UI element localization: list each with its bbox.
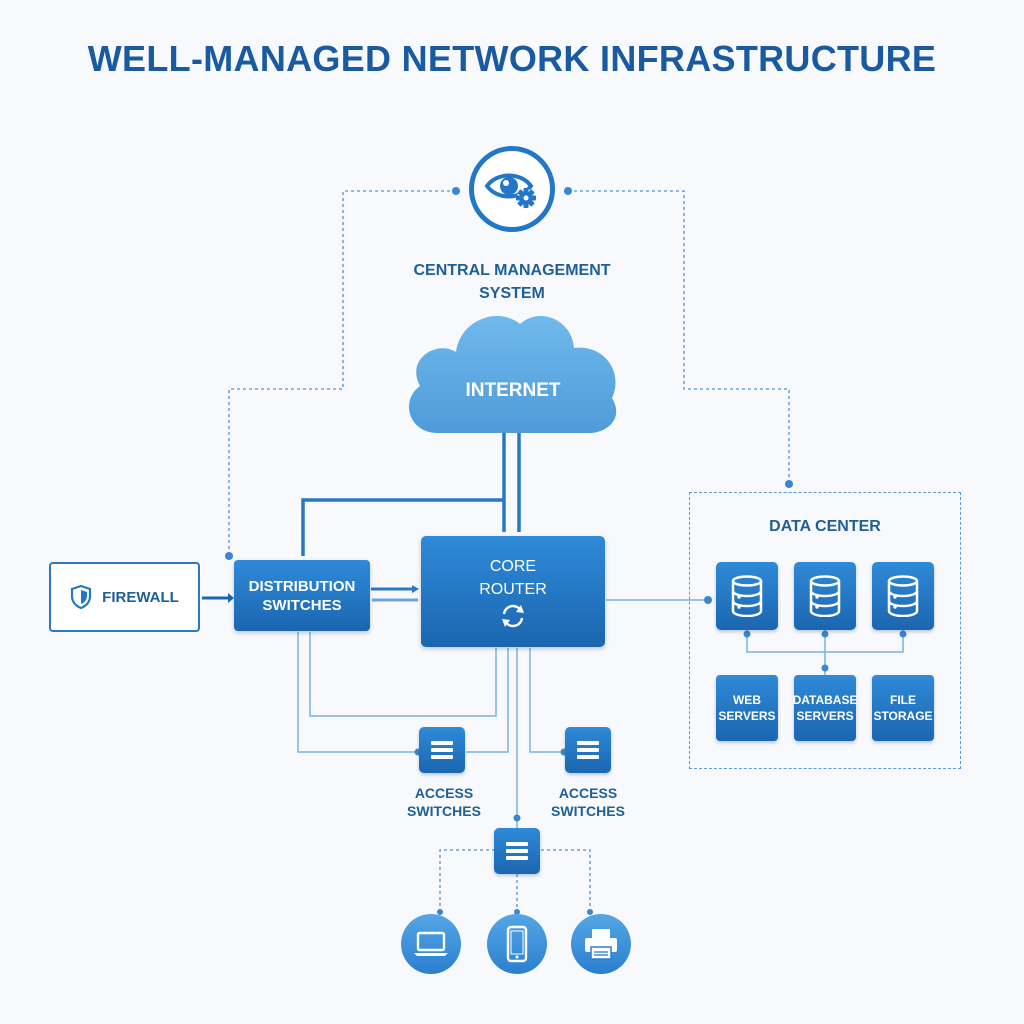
internet-label: INTERNET (465, 380, 561, 401)
database-icon (809, 575, 841, 617)
printer-device[interactable] (571, 914, 631, 974)
data-center-frame (689, 492, 961, 769)
web-servers-label-line2: SERVERS (718, 709, 776, 723)
eye-gear-icon (484, 173, 536, 208)
web-servers-label-line1: WEB (732, 693, 761, 707)
laptop-device[interactable] (401, 914, 461, 974)
database-3[interactable] (872, 562, 934, 630)
access-switch-2-label: ACCESS SWITCHES (551, 785, 625, 819)
database-servers-label-line2: SERVERS (796, 709, 854, 723)
core-router-label-line1: CORE (489, 558, 537, 575)
file-storage-box[interactable]: FILE STORAGE (872, 675, 934, 741)
access-switch-1-label: ACCESS SWITCHES (407, 785, 481, 819)
database-icon (731, 575, 763, 617)
core-router-node[interactable]: CORE ROUTER (421, 536, 605, 647)
distribution-switches-label-line2: SWITCHES (262, 596, 342, 614)
switch-icon (431, 741, 453, 759)
switch-icon (506, 842, 528, 860)
printer-icon (585, 929, 617, 960)
database-servers-box[interactable]: DATABASE SERVERS (792, 675, 858, 741)
firewall-node[interactable]: FIREWALL (49, 562, 200, 632)
database-servers-label-line1: DATABASE (792, 693, 858, 707)
switch-icon (577, 741, 599, 759)
smartphone-device[interactable] (487, 914, 547, 974)
database-1[interactable] (716, 562, 778, 630)
access-switch-1[interactable] (419, 727, 465, 773)
edge-switch[interactable] (494, 828, 540, 874)
database-icon (887, 575, 919, 617)
file-storage-label-line1: FILE (890, 693, 916, 707)
smartphone-icon (506, 925, 528, 963)
distribution-switches-label-line1: DISTRIBUTION (248, 577, 356, 595)
distribution-switches-node[interactable]: DISTRIBUTION SWITCHES (234, 560, 370, 631)
core-router-label-line2: ROUTER (479, 581, 547, 598)
laptop-icon (414, 931, 448, 956)
cloud-icon (408, 315, 617, 433)
page-title: WELL-MANAGED NETWORK INFRASTRUCTURE (87, 38, 937, 79)
firewall-label: FIREWALL (102, 588, 179, 606)
central-management-node[interactable] (469, 146, 555, 232)
access-switch-2[interactable] (565, 727, 611, 773)
central-management-label: CENTRAL MANAGEMENT SYSTEM (413, 262, 611, 302)
file-storage-label-line2: STORAGE (873, 709, 933, 723)
database-2[interactable] (794, 562, 856, 630)
shield-icon (71, 584, 92, 610)
sync-icon (502, 604, 524, 628)
web-servers-box[interactable]: WEB SERVERS (716, 675, 778, 741)
data-center-title: DATA CENTER (769, 518, 881, 535)
